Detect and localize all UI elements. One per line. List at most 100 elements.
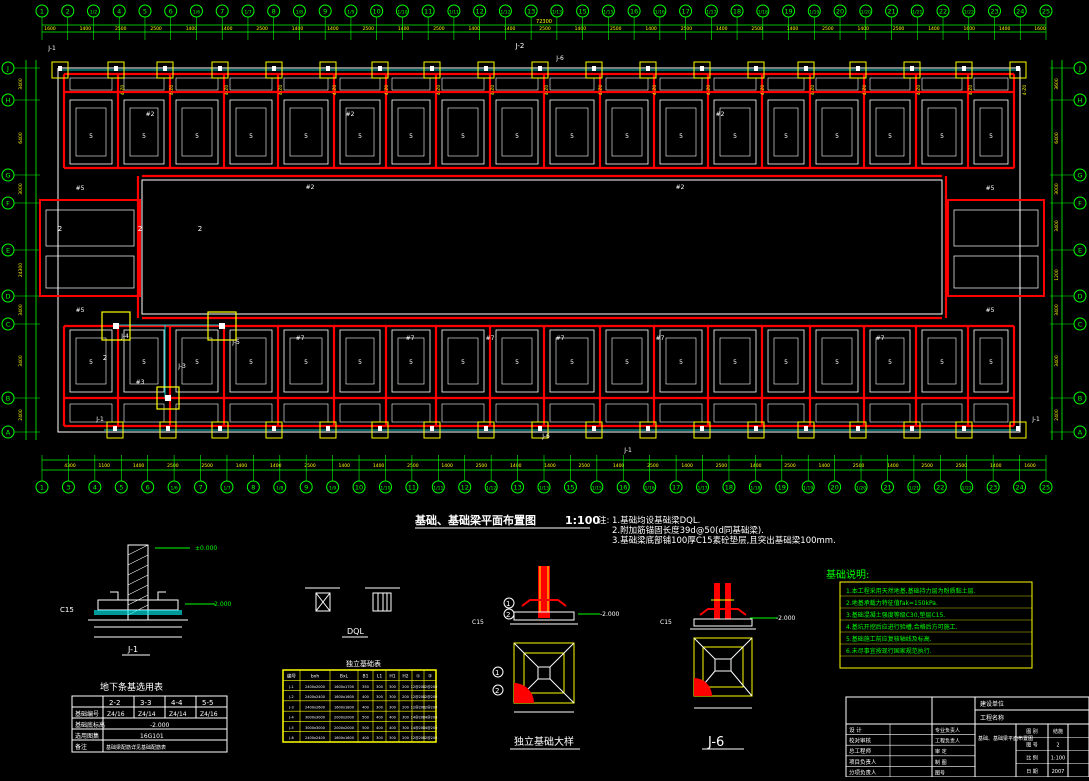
- column-pad-large: [101, 311, 131, 341]
- title-block-label-2: 制 图: [935, 759, 947, 766]
- column-pad-bottom: [371, 421, 389, 439]
- plan-title: 基础、基础梁平面布置图: [414, 513, 536, 527]
- iso-table-cell: 14@200: [411, 726, 426, 730]
- iso-marker-3: 1: [495, 669, 499, 677]
- j6-elev: -2.000: [776, 615, 796, 622]
- column-top: [962, 66, 966, 71]
- dim-bottom: 2500: [921, 463, 933, 469]
- west-room-1: [45, 209, 135, 247]
- iso-marker-4: 2: [495, 687, 499, 695]
- grid-label-bottom: 1/15: [592, 486, 602, 492]
- column-large: [165, 395, 171, 401]
- column-pad-large: [207, 311, 237, 341]
- strip-upper: [659, 77, 703, 91]
- grid-label-bottom: 8: [251, 484, 255, 492]
- column-large: [219, 323, 225, 329]
- grid-label-top: 1/6: [193, 10, 200, 16]
- grid-label-bottom: 1/17: [697, 486, 707, 492]
- beam-tag: 4-Z0: [278, 85, 284, 96]
- column-bottom: [1016, 426, 1020, 431]
- room-lower: [69, 329, 113, 393]
- east-room-2: [953, 255, 1039, 289]
- column-pad-top: [477, 61, 495, 79]
- dim-bottom: 2500: [201, 463, 213, 469]
- grid-label-right: F: [1078, 200, 1082, 208]
- iso-table-cell: 200: [402, 685, 409, 689]
- note-3: 3.基础梁底部铺100厚C15素砼垫层,且突出基础梁100mm.: [612, 535, 836, 546]
- label-wing-number: 2: [198, 225, 202, 233]
- footing-lower: [611, 337, 643, 385]
- strip-lower: [973, 403, 1009, 423]
- strip-upper: [815, 77, 859, 91]
- iso-table-title: 独立基础表: [346, 659, 381, 668]
- grid-label-bottom: 21: [883, 484, 891, 492]
- dim-bottom: 2500: [579, 463, 591, 469]
- dim-top: 1400: [645, 26, 657, 32]
- label-wing-number: 2: [58, 225, 62, 233]
- room-number: 5: [784, 359, 788, 366]
- column-top: [592, 66, 596, 71]
- beam-tag: 4-Z0: [120, 85, 126, 96]
- room-number: 5: [461, 133, 465, 140]
- tb-drawing-name: 基础、基础梁平面布置图: [978, 735, 1033, 742]
- grid-label-top: 1/16: [655, 10, 665, 16]
- room-lower: [339, 329, 381, 393]
- column-top: [326, 66, 330, 71]
- iso-table-cell: 400: [362, 736, 369, 740]
- room-number: 5: [989, 359, 993, 366]
- room-lower: [175, 329, 219, 393]
- grid-label-top: 19: [784, 8, 792, 16]
- iso-marker-2: 2: [506, 611, 510, 619]
- column-pad-top: [693, 61, 711, 79]
- grid-label-top: 24: [1016, 8, 1024, 16]
- room-upper: [605, 99, 649, 165]
- strip-upper: [973, 77, 1009, 91]
- strip-lower: [549, 403, 595, 423]
- label-j1-right: J-1: [1031, 416, 1040, 423]
- j6-c15-label: C15: [660, 619, 672, 626]
- grid-label-top: 10: [373, 8, 381, 16]
- iso-table-cell: 300: [389, 705, 396, 709]
- column-bottom: [484, 426, 488, 431]
- room-number: 5: [679, 359, 683, 366]
- column-bottom: [754, 426, 758, 431]
- column-bottom: [804, 426, 808, 431]
- strip-lower: [605, 403, 649, 423]
- title-block-label: 分项负责人: [849, 768, 877, 776]
- room-number: 5: [461, 359, 465, 366]
- dim-bottom: 1400: [819, 463, 831, 469]
- dim-right: 3400: [1054, 220, 1060, 232]
- grid-label-bottom: 1/8: [276, 486, 283, 492]
- room-number: 5: [835, 359, 839, 366]
- room-upper: [713, 99, 757, 165]
- room-number: 5: [195, 359, 199, 366]
- column-top: [646, 66, 650, 71]
- grid-label-bottom: 1/13: [539, 486, 549, 492]
- footing-lower: [719, 337, 751, 385]
- iso-table-cell: 500: [362, 726, 369, 730]
- beam-tag: 4-Z0: [332, 85, 338, 96]
- title-block-label-2: 审 定: [935, 748, 947, 755]
- strip-table: 地下条基选用表 2-2 3-3 4-4 5-5 基础编号 Z4/16 Z4/14…: [71, 681, 228, 753]
- column-pad-top: [955, 61, 973, 79]
- iso-table-cell: J-3: [288, 705, 293, 709]
- strip-r1-value: -2.000: [150, 722, 170, 729]
- title-block-sheet-value: 2007: [1052, 769, 1065, 775]
- room-upper: [283, 99, 329, 165]
- title-block-sheet-label: 日 期: [1026, 769, 1038, 775]
- dim-top: 1400: [857, 26, 869, 32]
- room-upper: [973, 99, 1009, 165]
- grid-label-left: A: [6, 429, 11, 437]
- dim-top: 2500: [115, 26, 127, 32]
- title-block-sheet-label: 比 例: [1026, 755, 1038, 762]
- beam-tag: 4-Z0: [968, 85, 974, 96]
- dim-bottom: 1400: [887, 463, 899, 469]
- room-number: 5: [142, 133, 146, 140]
- grid-label-bottom: 1/16: [645, 486, 655, 492]
- label-z7-lower: #7: [486, 335, 495, 342]
- column-pad-top: [747, 61, 765, 79]
- room-number: 5: [888, 133, 892, 140]
- column-top: [58, 66, 62, 71]
- grid-label-top: 1/20: [861, 10, 871, 16]
- grid-label-bottom: 1/19: [803, 486, 813, 492]
